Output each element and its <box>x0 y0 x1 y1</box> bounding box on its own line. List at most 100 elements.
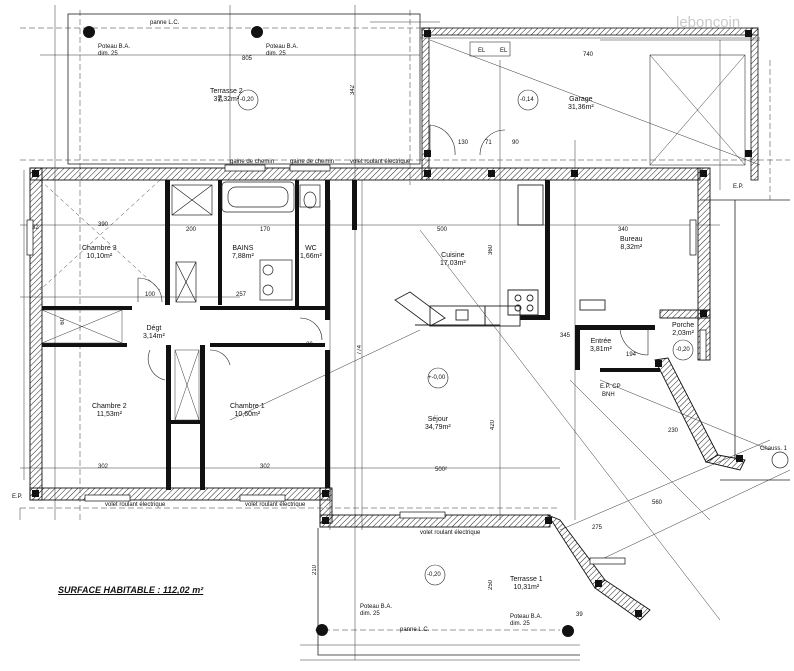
poteau-note-br: Poteau B.A. dim. 25 <box>510 614 543 627</box>
volet-label-bl: volet roulant électrique <box>105 502 166 508</box>
room-name: Chambre 1 <box>230 403 265 410</box>
room-wc: WC 1,66m² <box>300 245 322 261</box>
garage-walls <box>421 27 759 181</box>
level-porche: -0,20 <box>676 347 690 353</box>
room-area: 7,88m² <box>232 253 254 260</box>
corridor-hatch <box>41 309 200 421</box>
panne-label-bottom: panne L.C. <box>400 627 430 633</box>
level-sejour: +-0,00 <box>428 375 446 381</box>
room-area: 31,36m² <box>568 104 594 111</box>
dim: 740 <box>583 52 594 58</box>
room-bains: BAINS 7,88m² <box>232 245 254 261</box>
room-name: Garage <box>569 96 593 103</box>
dim: 360 <box>488 245 494 256</box>
room-area: 8,32m² <box>620 244 643 251</box>
windows <box>26 164 707 565</box>
room-name: Entrée <box>590 338 612 345</box>
room-name: BAINS <box>232 245 254 252</box>
compass-icon <box>771 451 789 469</box>
panne-label: panne L.C. <box>150 20 180 26</box>
room-name: Chambre 2 <box>92 403 127 410</box>
dim: 420 <box>490 420 496 431</box>
level-garage: -0,14 <box>520 97 534 103</box>
room-bureau: Bureau 8,32m² <box>620 236 643 252</box>
room-name: Terrasse 2 <box>210 88 243 95</box>
dim: 170 <box>260 227 271 233</box>
ep-label-left: E.P. <box>12 494 23 500</box>
dimension-lines <box>19 5 791 661</box>
dim: 390 <box>98 222 109 228</box>
room-cuisine: Cuisine 17,03m² <box>440 252 466 268</box>
room-name: Cuisine <box>441 252 465 259</box>
dim: 71 <box>485 140 492 146</box>
volet-label-terrasse: volet roulant électrique <box>420 530 481 536</box>
dim: 39 <box>576 612 583 618</box>
dim: 302 <box>260 464 271 470</box>
watermark: leboncoin <box>676 14 741 31</box>
dim: 60 <box>60 318 66 325</box>
dim: 774 <box>357 345 363 356</box>
room-area: 11,53m² <box>96 411 122 418</box>
room-name: WC <box>305 245 317 252</box>
room-area: 2,03m² <box>672 330 694 337</box>
dim: 250 <box>488 580 494 591</box>
level-terrasse2: -0,20 <box>240 97 254 103</box>
dim: 340 <box>618 227 629 233</box>
poteau-note-tl: Poteau B.A. dim. 25 <box>98 44 131 57</box>
room-chambre1: Chambre 1 10,60m² <box>230 403 265 419</box>
volet-label-bm: volet roulant électrique <box>245 502 306 508</box>
room-chambre2: Chambre 2 11,53m² <box>92 403 127 419</box>
gaine-label-1: gaine de chemin <box>230 159 275 165</box>
room-name: Terrasse 1 <box>510 576 543 583</box>
room-name: Dégt <box>146 325 162 332</box>
door-swings <box>137 124 649 381</box>
elec-label-2: EL <box>500 48 508 54</box>
dim: 275 <box>592 525 603 531</box>
ecp-label: E.P. CP <box>600 384 621 390</box>
level-terrasse1: -0,20 <box>427 572 441 578</box>
poteau-note-tm: Poteau B.A. dim. 25 <box>266 44 299 57</box>
surface-habitable: SURFACE HABITABLE : 112,02 m² <box>58 585 204 595</box>
exterior-walls <box>29 167 746 621</box>
room-area: 10,10m² <box>86 253 113 260</box>
dim: 90 <box>512 140 519 146</box>
room-area: 34,79m² <box>425 424 451 431</box>
room-name: Chambre 3 <box>82 245 117 252</box>
dim: 32 <box>32 225 39 231</box>
dim: 302 <box>98 464 109 470</box>
room-area: 10,60m² <box>234 411 261 418</box>
ep-label-right: E.P. <box>733 184 744 190</box>
room-porche: Porche 2,03m² <box>672 322 694 338</box>
dim: 100 <box>145 292 156 298</box>
room-area: 37,32m² <box>213 96 240 103</box>
dim: 500 <box>437 227 448 233</box>
room-name: Séjour <box>427 416 448 423</box>
dim: 560 <box>652 500 663 506</box>
poteau-note-bl: Poteau B.A. dim. 25 <box>360 604 393 617</box>
room-name: Bureau <box>620 236 643 243</box>
room-chambre3: Chambre 3 10,10m² <box>82 245 117 261</box>
dim: 345 <box>560 333 571 339</box>
dim: 257 <box>236 292 247 298</box>
room-terrasse1: Terrasse 1 10,31m² <box>510 576 543 592</box>
room-area: 10,31m² <box>513 584 540 591</box>
elec-label-1: EL <box>478 48 486 54</box>
room-area: 1,66m² <box>300 253 322 260</box>
dim: 500² <box>435 467 448 473</box>
room-area: 3,14m² <box>143 333 165 340</box>
dim: 130 <box>458 140 469 146</box>
room-entree: Entrée 3,81m² <box>590 338 612 354</box>
level-markers <box>237 89 694 586</box>
poteaux <box>83 26 574 637</box>
room-sejour: Séjour 34,79m² <box>425 416 451 432</box>
kitchen-counter <box>394 184 606 327</box>
compass-label: Chauss. 1 <box>760 446 788 452</box>
volet-label-top: volet roulant électrique <box>350 159 411 165</box>
interior-walls <box>42 180 660 490</box>
dim: 342 <box>350 85 356 96</box>
dim: 805 <box>242 56 253 62</box>
room-area: 3,81m² <box>590 346 612 353</box>
dim: 230 <box>668 428 679 434</box>
room-area: 17,03m² <box>440 260 466 267</box>
